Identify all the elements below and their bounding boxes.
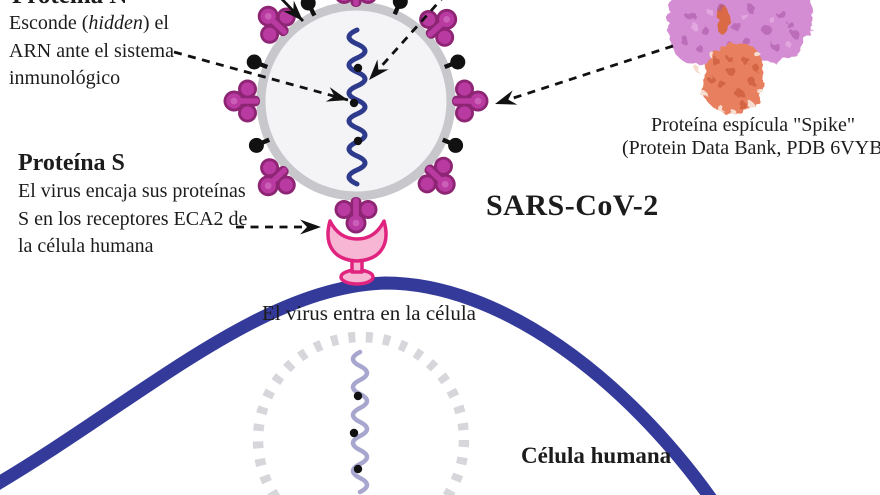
protein-n-line1: Esconde (hidden) el <box>9 12 169 34</box>
protein-n-line2: ARN ante el sistema <box>9 39 174 62</box>
annotation-arrows <box>173 0 674 235</box>
entering-n-protein-dots <box>349 391 363 474</box>
n-protein-dots <box>349 63 363 146</box>
protein-s-line1: El virus encaja sus proteínas <box>18 180 246 202</box>
protein-n-label: Proteína N <box>12 0 128 8</box>
virus-name-label: SARS-CoV-2 <box>486 189 659 222</box>
spike-structure-caption: Proteína espícula "Spike" (Protein Data … <box>622 114 880 159</box>
dissolving-envelope-outline <box>252 331 470 495</box>
rna-strand <box>346 27 368 187</box>
entry-caption: El virus entra en la célula <box>262 301 476 325</box>
eca2-receptor <box>326 219 388 286</box>
receptor-cup <box>326 219 388 263</box>
arrow-n-to-envelope <box>280 0 305 22</box>
protein-s-line3: la célula humana <box>18 235 154 257</box>
membrane-protein-dots <box>246 0 466 153</box>
spike-caption-line2: (Protein Data Bank, PDB 6VYB) <box>622 136 880 159</box>
protein-s-line2: S en los receptores ECA2 de <box>18 207 248 230</box>
arrow-top-to-rna <box>367 0 443 81</box>
protein-n-line3: inmunológico <box>9 67 121 89</box>
spike-structure-3d <box>668 0 813 115</box>
cell-membrane-arc <box>0 276 717 495</box>
protein-s-description: El virus encaja sus proteínas S en los r… <box>18 178 247 261</box>
arrow-n-to-rna <box>173 50 349 102</box>
protein-s-label: Proteína S <box>18 150 125 176</box>
virus-particle <box>223 0 489 234</box>
cell-label: Célula humana <box>521 443 672 468</box>
spike-trimer-icon <box>452 79 489 123</box>
protein-n-description: Esconde (hidden) el ARN ante el sistema … <box>9 10 174 93</box>
entering-virus <box>252 331 470 495</box>
spike-trimer-icon <box>223 79 260 123</box>
arrow-structure-to-spike <box>494 44 674 106</box>
spike-caption-line1: Proteína espícula "Spike" <box>650 114 856 136</box>
spike-trimer-binding-icon <box>334 197 378 234</box>
